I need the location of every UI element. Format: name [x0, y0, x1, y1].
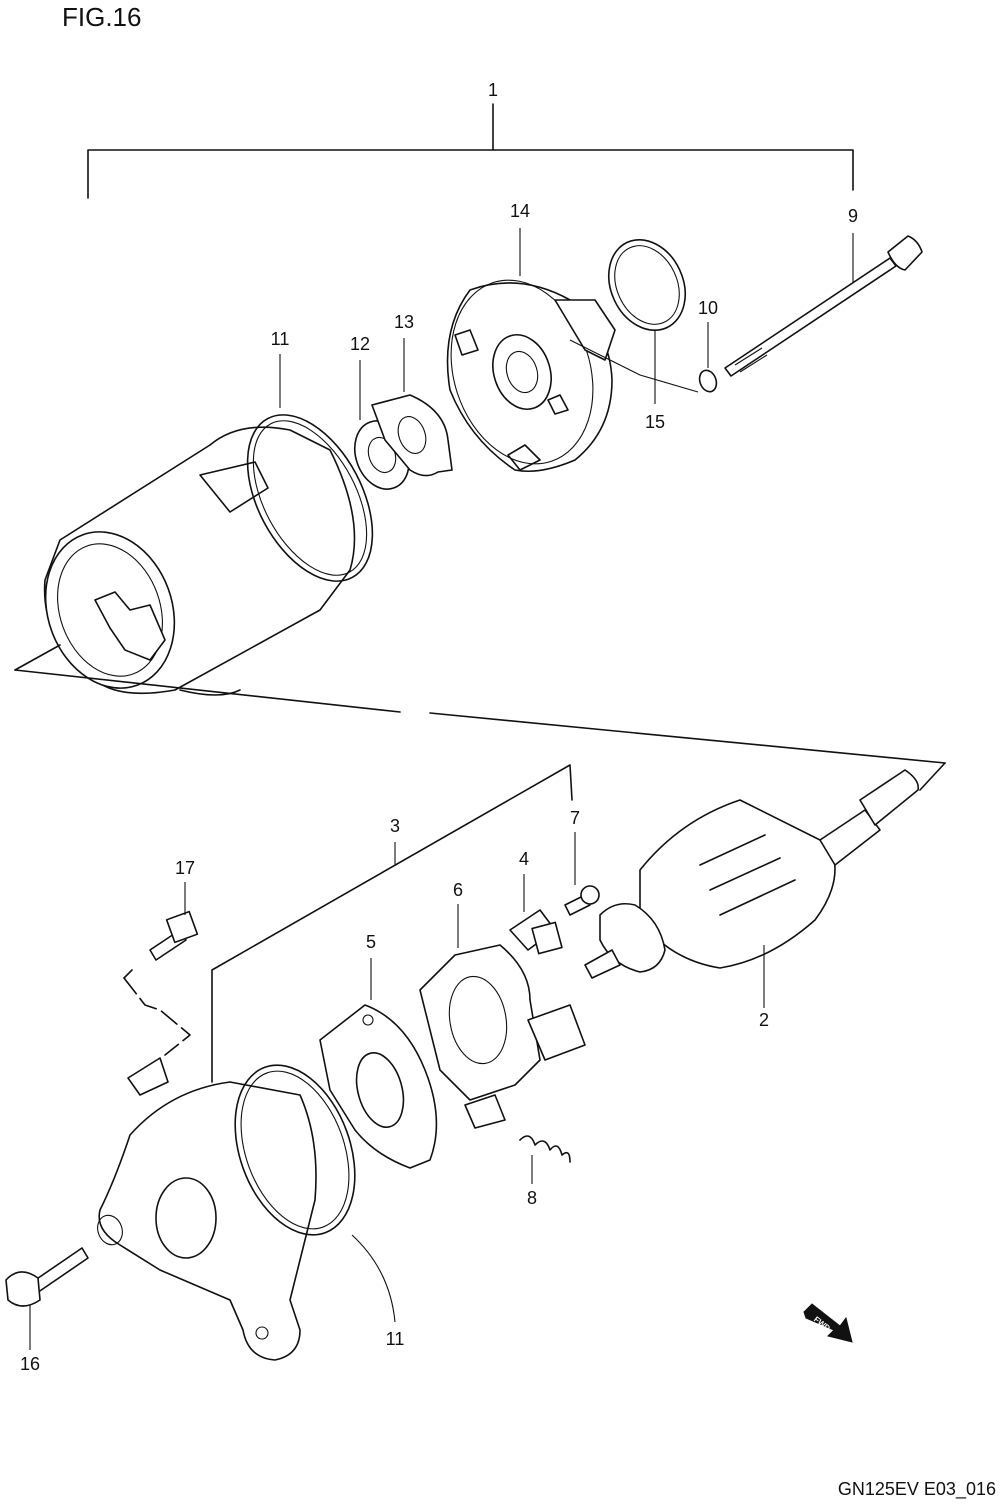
callout-9: 9: [848, 206, 858, 226]
fwd-arrow: FWD: [803, 1303, 853, 1343]
o-ring-15: [608, 238, 686, 332]
callout-11-bottom: 11: [386, 1329, 405, 1349]
washer-13: [371, 394, 453, 477]
brush-holder-6: [419, 944, 586, 1129]
callout-1: 1: [488, 80, 498, 100]
figure-title: FIG.16: [62, 2, 142, 32]
connector-dashed-lines: [123, 969, 191, 1056]
front-cover: [97, 1057, 317, 1361]
callout-2: 2: [759, 1010, 769, 1030]
callout-4: 4: [519, 849, 529, 869]
callout-17: 17: [175, 858, 195, 878]
callout-8: 8: [527, 1188, 537, 1208]
yoke-housing: [43, 426, 356, 696]
brush-4: [509, 909, 563, 955]
bolt-16: [5, 1247, 89, 1307]
screw-7: [564, 885, 600, 916]
o-ring-11-bottom: [234, 1064, 356, 1236]
assembly-1-bracket: [87, 103, 854, 199]
callout-12: 12: [350, 334, 370, 354]
screw-17: [149, 910, 199, 961]
o-ring-11-top: [246, 414, 374, 582]
callout-labels: 1 9 14 10 13 12 11 15 3 7 4 17 6 5 2 8 1…: [20, 80, 858, 1374]
callout-15: 15: [645, 412, 665, 432]
callout-14: 14: [510, 201, 530, 221]
assembly-3-bracket: [211, 764, 573, 1083]
callout-6: 6: [453, 880, 463, 900]
callout-13: 13: [394, 312, 414, 332]
callout-5: 5: [366, 932, 376, 952]
callout-11-top: 11: [271, 329, 290, 349]
brush-plate-5: [319, 1004, 438, 1169]
spring-8: [519, 1135, 571, 1163]
end-cover-14: [446, 279, 616, 473]
explosion-guide-line: [14, 644, 946, 791]
armature-2: [584, 769, 920, 979]
callout-10: 10: [698, 298, 718, 318]
o-ring-10: [698, 369, 718, 393]
figure-code: GN125EV E03_016: [837, 1479, 996, 1499]
through-bolt-9: [724, 235, 923, 377]
leader-lines: [29, 228, 854, 1350]
callout-3: 3: [390, 816, 400, 836]
callout-7: 7: [570, 808, 580, 828]
callout-16: 16: [20, 1354, 40, 1374]
